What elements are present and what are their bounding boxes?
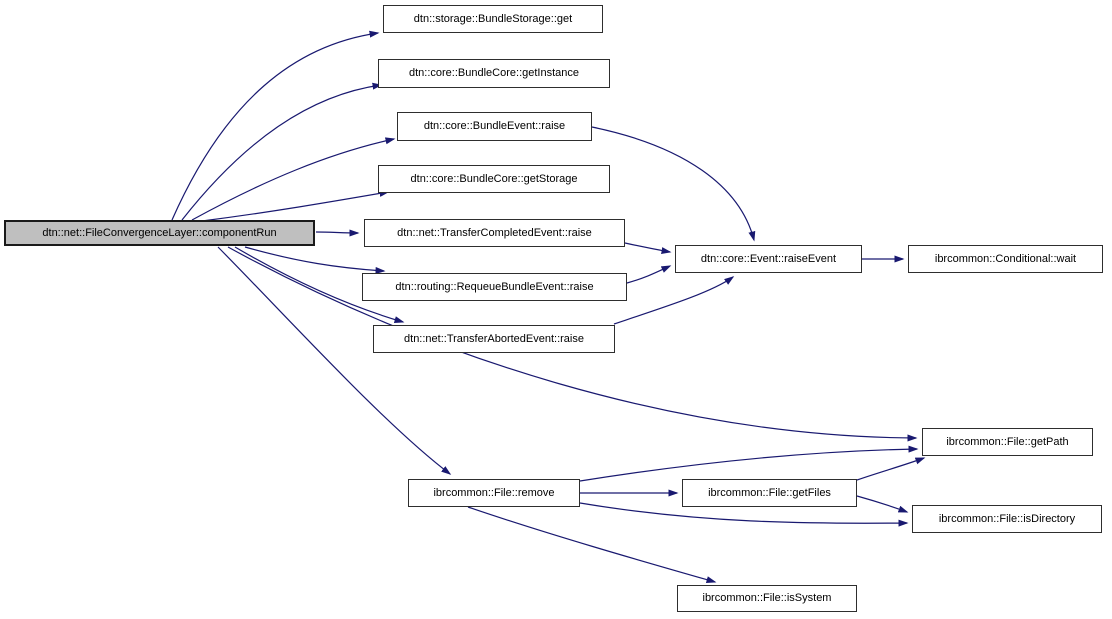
call-edge-fileRemove-to-fileIsSystem	[467, 506, 717, 584]
call-edge-requeueBundle-to-raiseEvent	[626, 265, 672, 284]
graph-node-label: dtn::core::BundleCore::getStorage	[410, 172, 578, 185]
call-edge-componentRun-to-fileGetPath	[227, 246, 918, 442]
graph-node-raiseEvent[interactable]: dtn::core::Event::raiseEvent	[675, 245, 862, 273]
graph-node-bundleStorageGet[interactable]: dtn::storage::BundleStorage::get	[383, 5, 603, 33]
graph-node-label: ibrcommon::Conditional::wait	[934, 252, 1077, 265]
graph-node-getInstance[interactable]: dtn::core::BundleCore::getInstance	[378, 59, 610, 88]
graph-node-label: ibrcommon::File::getFiles	[708, 486, 831, 499]
graph-node-transferAborted[interactable]: dtn::net::TransferAbortedEvent::raise	[373, 325, 615, 353]
call-edge-transferCompleted-to-raiseEvent	[624, 242, 672, 254]
graph-node-label: dtn::net::TransferAbortedEvent::raise	[404, 332, 584, 345]
graph-node-label: dtn::core::Event::raiseEvent	[700, 252, 837, 265]
graph-node-componentRun: dtn::net::FileConvergenceLayer::componen…	[4, 220, 315, 246]
call-edge-componentRun-to-bundleEventRaise	[191, 137, 396, 221]
call-edge-componentRun-to-transferCompleted	[315, 229, 360, 237]
call-edge-componentRun-to-bundleStorageGet	[171, 30, 380, 221]
call-edge-componentRun-to-getInstance	[181, 82, 383, 221]
graph-node-label: ibrcommon::File::remove	[433, 486, 555, 499]
graph-node-label: dtn::net::TransferCompletedEvent::raise	[397, 226, 592, 239]
graph-node-conditionalWait[interactable]: ibrcommon::Conditional::wait	[908, 245, 1103, 273]
call-edge-componentRun-to-transferAborted	[234, 246, 405, 323]
call-edge-componentRun-to-requeueBundle	[244, 246, 386, 274]
graph-node-label: ibrcommon::File::isDirectory	[938, 512, 1076, 525]
call-edge-componentRun-to-fileRemove	[217, 246, 452, 475]
graph-node-label: dtn::core::BundleCore::getInstance	[409, 67, 579, 79]
call-edge-fileGetFiles-to-fileGetPath	[856, 457, 926, 481]
call-edge-fileRemove-to-fileGetPath	[579, 445, 919, 482]
graph-node-requeueBundle[interactable]: dtn::routing::RequeueBundleEvent::raise	[362, 273, 627, 301]
call-edge-bundleEventRaise-to-raiseEvent	[591, 126, 756, 242]
graph-node-label: ibrcommon::File::getPath	[946, 435, 1069, 448]
graph-node-bundleEventRaise[interactable]: dtn::core::BundleEvent::raise	[397, 112, 592, 141]
graph-node-getStorage[interactable]: dtn::core::BundleCore::getStorage	[378, 165, 610, 193]
graph-node-fileIsDirectory[interactable]: ibrcommon::File::isDirectory	[912, 505, 1102, 533]
graph-node-label: dtn::storage::BundleStorage::get	[413, 12, 573, 25]
graph-node-fileGetPath[interactable]: ibrcommon::File::getPath	[922, 428, 1093, 456]
graph-node-fileIsSystem[interactable]: ibrcommon::File::isSystem	[677, 585, 857, 612]
call-edge-fileGetFiles-to-fileIsDirectory	[856, 495, 909, 513]
call-edge-transferAborted-to-raiseEvent	[613, 276, 735, 325]
graph-node-transferCompleted[interactable]: dtn::net::TransferCompletedEvent::raise	[364, 219, 625, 247]
graph-node-label: dtn::net::FileConvergenceLayer::componen…	[42, 226, 277, 239]
call-edge-componentRun-to-getStorage	[201, 189, 390, 222]
graph-node-fileRemove[interactable]: ibrcommon::File::remove	[408, 479, 580, 507]
call-edge-fileRemove-to-fileIsDirectory	[579, 502, 909, 527]
graph-node-label: dtn::core::BundleEvent::raise	[423, 120, 566, 132]
graph-node-label: dtn::routing::RequeueBundleEvent::raise	[395, 280, 594, 293]
graph-node-label: ibrcommon::File::isSystem	[702, 592, 832, 604]
graph-node-fileGetFiles[interactable]: ibrcommon::File::getFiles	[682, 479, 857, 507]
